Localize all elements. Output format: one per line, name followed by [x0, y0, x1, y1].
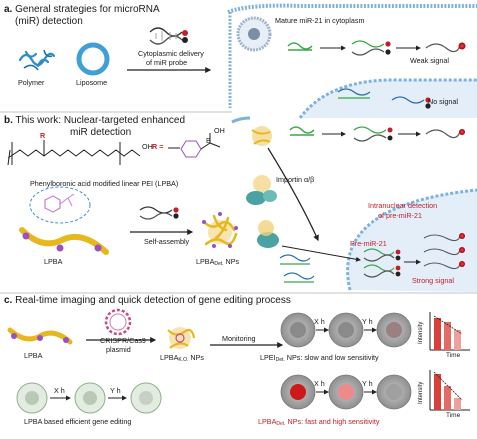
crispr-label-line2: plasmid	[106, 345, 131, 354]
lpba-det-np-icon	[202, 212, 238, 248]
panel-a-title: a. General strategies for microRNA	[4, 4, 160, 15]
boron-oh-label: OH	[214, 126, 225, 135]
mature-mir-icon	[287, 40, 466, 56]
hydroxyl-label: OH	[142, 142, 153, 151]
liposome-label: Liposome	[76, 78, 108, 87]
pre-mir-label: Pre-miR-21	[350, 239, 387, 248]
y-h-label-green: Y h	[110, 386, 121, 395]
lpba-polymer-icon	[19, 186, 109, 255]
r-equals-label: R =	[152, 142, 164, 151]
endosome-icon	[236, 16, 272, 52]
lpei-cells-row	[280, 312, 412, 348]
strong-signal-label: Strong signal	[412, 276, 454, 285]
lpba-det-nps-label: LPBADet. NPs	[196, 257, 240, 267]
intranuclear-label-line1: Intranuclear detection	[368, 201, 438, 210]
time-axis-top: Time	[446, 352, 461, 359]
phenylboronic-structure	[168, 133, 221, 158]
plasmid-icon	[104, 308, 132, 336]
x-h-label-top: X h	[314, 317, 325, 326]
intensity-axis-top: Intensity	[418, 321, 424, 344]
time-axis-bottom: Time	[446, 412, 461, 419]
boron-label: B	[206, 136, 211, 145]
liposome-icon	[76, 42, 110, 76]
importin-icon	[246, 175, 277, 205]
panel-a-letter: a.	[4, 4, 13, 15]
lpba-result-label: LPBADet. NPs: fast and high sensitivity	[258, 417, 380, 427]
x-h-label-green: X h	[54, 386, 65, 395]
panel-a-title-line2: (miR) detection	[15, 16, 83, 27]
nucleus-region-b	[347, 190, 477, 292]
strong-signal-icon	[423, 233, 465, 270]
lpba-cells-row	[280, 374, 412, 410]
importin-np-nucleus	[257, 220, 279, 248]
probe-icon-b	[139, 206, 179, 220]
panel-c-title: c. Real-time imaging and quick detection…	[4, 295, 291, 306]
mir-probe-icon	[149, 27, 188, 45]
monitoring-label: Monitoring	[222, 334, 256, 343]
lpba-structure	[7, 140, 141, 166]
panel-b-title-line2: miR detection	[70, 127, 132, 138]
mini-chart-top	[429, 312, 470, 351]
mir-binding-b	[289, 126, 465, 142]
lpba-label-c: LPBA	[24, 351, 43, 360]
pre-mir-probes	[279, 248, 401, 283]
weak-signal-label: Weak signal	[410, 56, 450, 65]
lpba-ko-np-icon	[167, 327, 196, 349]
nuclear-entry-arrow	[267, 147, 319, 242]
intensity-axis-bottom: Intensity	[418, 381, 424, 404]
polymer-label: Polymer	[18, 78, 45, 87]
no-signal-label: No signal	[428, 97, 458, 106]
crispr-label-line1: CRISPR/Cas9	[100, 336, 146, 345]
y-h-label-top: Y h	[362, 317, 373, 326]
lpei-result-label: LPEIDet. NPs: slow and low sensitivity	[260, 353, 379, 363]
x-h-label-bottom: X h	[314, 379, 325, 388]
delivery-label-line2: of miR probe	[146, 58, 188, 67]
nuclear-probe-icon	[337, 88, 431, 109]
lpba-full-name: Phenylboronic acid modified linear PEI (…	[30, 179, 179, 188]
mature-mir-label: Mature miR-21 in cytoplasm	[275, 16, 365, 25]
lpba-polymer-c	[7, 327, 73, 345]
self-assembly-label: Self-assembly	[144, 237, 190, 246]
panel-b-letter: b.	[4, 115, 13, 126]
panel-c-letter: c.	[4, 295, 13, 306]
mini-chart-bottom	[429, 370, 470, 411]
np-cytoplasm-icon	[251, 126, 272, 146]
delivery-label-line1: Cytoplasmic delivery	[138, 49, 204, 58]
panel-b-title: b. This work: Nuclear-targeted enhanced	[4, 115, 186, 126]
intranuclear-label-line2: of pre-miR-21	[378, 211, 422, 220]
importin-label: Importin α/β	[276, 175, 315, 184]
polymer-icon	[18, 49, 56, 71]
lpba-ko-nps-label: LPBAK.O. NPs	[160, 353, 204, 363]
efficient-editing-label: LPBA based efficient gene editing	[24, 417, 132, 426]
lpba-label-b: LPBA	[44, 257, 63, 266]
y-h-label-bottom: Y h	[362, 379, 373, 388]
r-group-label: R	[40, 131, 46, 140]
cell-membrane	[227, 3, 477, 14]
gene-editing-cells	[16, 382, 162, 414]
